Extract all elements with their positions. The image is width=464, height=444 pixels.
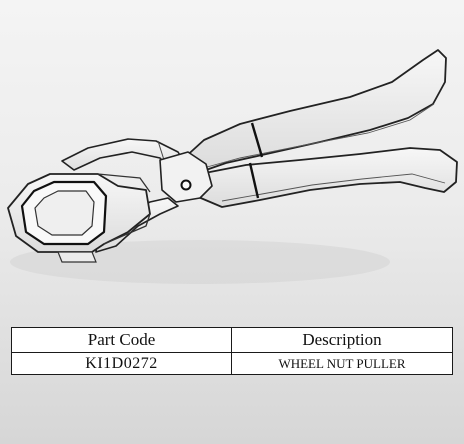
table-row: KI1D0272 WHEEL NUT PULLER: [11, 352, 453, 375]
description-cell: WHEEL NUT PULLER: [231, 352, 453, 375]
lower-handle-grip-band: [248, 162, 260, 199]
pivot-bolt: [180, 179, 192, 191]
part-code-cell: KI1D0272: [11, 352, 232, 375]
part-info-table: Part Code Description KI1D0272 WHEEL NUT…: [11, 327, 453, 375]
tool-shadow: [10, 240, 390, 284]
upper-handle-grip-band: [250, 122, 264, 158]
part-code-header: Part Code: [11, 327, 232, 353]
wheel-nut-puller-drawing: [7, 49, 458, 284]
lower-handle: [179, 147, 458, 208]
description-header: Description: [231, 327, 453, 353]
table-header-row: Part Code Description: [11, 327, 453, 353]
upper-handle-edge: [206, 103, 435, 168]
socket-lower-lip: [57, 251, 97, 263]
pivot-plate: [159, 151, 213, 203]
hex-socket-depth: [97, 173, 151, 245]
lower-handle-edge: [221, 173, 446, 202]
upper-handle: [181, 49, 447, 171]
hex-socket-bore: [34, 190, 95, 236]
rear-jaw-edge: [157, 140, 165, 161]
